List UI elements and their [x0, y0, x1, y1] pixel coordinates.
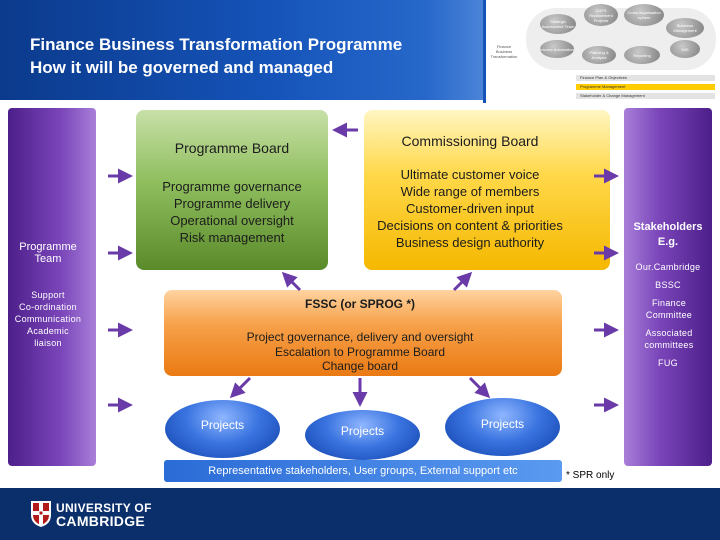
arrow-up-icon — [281, 271, 302, 292]
title-line-2: How it will be governed and managed — [30, 58, 334, 77]
footer-bar — [0, 488, 720, 540]
commissioning-board-line: Wide range of members — [400, 184, 540, 199]
projects-label: Projects — [200, 418, 245, 432]
cambridge-crest-icon — [31, 501, 51, 527]
representative-text: Representative stakeholders, User groups… — [208, 465, 518, 477]
fssc-box — [164, 290, 562, 376]
stakeholders-heading-line: Stakeholders — [633, 221, 703, 233]
programme-team-items: Support Co-ordination Communication Acad… — [8, 289, 88, 349]
fssc-title: FSSC (or SPROG *) — [304, 297, 415, 311]
programme-team-panel — [8, 108, 96, 466]
stakeholder-item: Our.Cambridge — [635, 262, 701, 272]
programme-team-heading: Programme Team — [8, 241, 88, 265]
programme-team-heading-line: Programme — [19, 241, 77, 253]
programme-team-item: Communication — [14, 314, 82, 324]
stakeholders-panel — [624, 108, 712, 466]
commissioning-board-line: Business design authority — [395, 235, 545, 250]
arrow-up-icon — [452, 271, 473, 292]
thumbnail-diagram: Finance Business Transformation CUFS Rep… — [483, 0, 720, 103]
programme-board-title: Programme Board — [174, 140, 290, 156]
thumbnail-node: Strategic Assessment Team — [540, 14, 576, 34]
thumbnail-bar: Finance Plan & Objectives — [576, 75, 715, 81]
thumbnail-node: Planning & Analysis — [582, 46, 616, 64]
thumbnail-node: Business Management — [666, 18, 704, 38]
programme-team-item: Co-ordination — [19, 302, 77, 312]
projects-ellipse: Projects — [445, 398, 560, 456]
programme-board-line: Programme delivery — [173, 196, 291, 211]
thumbnail-bar: Stakeholder & Change Management — [576, 93, 715, 99]
fssc-lines: Project governance, delivery and oversig… — [164, 330, 556, 374]
stakeholders-heading: Stakeholders E.g. — [626, 220, 710, 250]
stakeholder-item: Finance Committee — [645, 298, 693, 320]
stakeholder-item: BSSC — [655, 280, 681, 290]
commissioning-board-line: Customer-driven input — [406, 201, 534, 216]
thumbnail-node: Reporting — [624, 46, 660, 64]
stakeholders-heading-line: E.g. — [657, 236, 679, 248]
fssc-line: Change board — [321, 359, 399, 373]
projects-ellipse: Projects — [165, 400, 280, 458]
programme-team-item: Academic — [27, 326, 69, 336]
stakeholder-item: Associated committees — [644, 328, 694, 350]
programme-board-box — [136, 110, 328, 270]
title-line-1: Finance Business Transformation Programm… — [30, 35, 403, 54]
thumbnail-node: CUFS Replacement Projects — [584, 4, 618, 26]
logo-line: CAMBRIDGE — [56, 513, 146, 529]
thumbnail-bar: Programme Management — [576, 84, 715, 90]
projects-label: Projects — [480, 417, 525, 431]
programme-board-line: Operational oversight — [170, 213, 294, 228]
programme-board-lines: Programme governance Programme delivery … — [136, 178, 328, 246]
projects-label: Projects — [340, 424, 385, 438]
footnote: * SPR only — [566, 470, 615, 481]
stakeholder-item: FUG — [658, 358, 678, 368]
programme-board-line: Risk management — [179, 230, 285, 245]
commissioning-board-lines: Ultimate customer voice Wide range of me… — [364, 166, 576, 251]
page-title: Finance Business Transformation Programm… — [30, 33, 402, 79]
arrow-down-icon — [468, 376, 491, 399]
arrow-down-icon — [229, 376, 252, 399]
programme-board-line: Programme governance — [162, 179, 302, 194]
programme-team-item: Support — [31, 290, 65, 300]
thumbnail-left-label: Finance Business Transformation — [490, 44, 518, 59]
commissioning-board-title: Commissioning Board — [401, 133, 539, 149]
thumbnail-node: Invoice Automation — [540, 40, 574, 58]
programme-team-heading-line: Team — [34, 253, 62, 265]
commissioning-board-line: Ultimate customer voice — [400, 167, 540, 182]
logo-line: UNIVERSITY OF — [56, 501, 152, 515]
title-banner — [0, 0, 485, 100]
programme-team-item: liaison — [34, 338, 62, 348]
thumbnail-node: MIS — [670, 40, 700, 58]
thumbnail-node: Cross organisation system — [624, 4, 664, 26]
fssc-line: Escalation to Programme Board — [274, 344, 446, 359]
fssc-line: Project governance, delivery and oversig… — [246, 330, 474, 344]
projects-ellipse: Projects — [305, 410, 420, 460]
university-logo-text: UNIVERSITY OF CAMBRIDGE — [56, 501, 152, 529]
commissioning-board-box — [364, 110, 610, 270]
representative-strip — [164, 460, 562, 482]
commissioning-board-line: Decisions on content & priorities — [377, 218, 563, 233]
